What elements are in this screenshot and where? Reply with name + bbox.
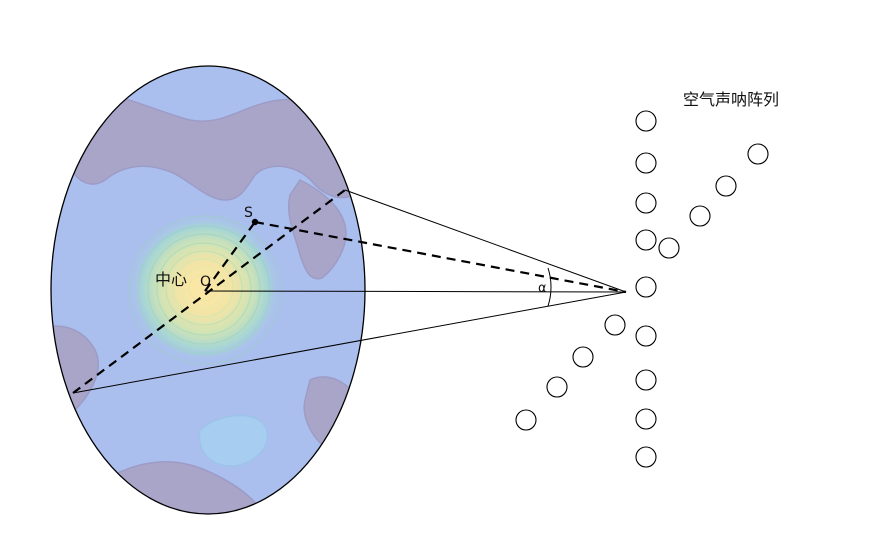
viewing-cone-lines — [72, 189, 627, 394]
imaging-plane-outline — [50, 65, 366, 515]
dashed-lines — [72, 189, 627, 394]
heatmap-patch-light — [198, 414, 269, 467]
center-label: 中心 — [155, 270, 187, 289]
mic-element — [715, 175, 737, 197]
mic-element — [658, 237, 680, 259]
mic-element — [635, 110, 657, 132]
mic-element — [635, 446, 657, 468]
mic-element — [572, 346, 594, 368]
heatmap-blob-top — [59, 91, 361, 201]
mic-element — [635, 229, 657, 251]
mic-element — [635, 369, 657, 391]
mic-element — [635, 192, 657, 214]
mic-element — [635, 325, 657, 347]
sound-field-heatmap — [51, 66, 365, 514]
heatmap-blob-upper-right — [288, 179, 347, 280]
source-point — [251, 218, 259, 226]
angle-label: α — [538, 281, 547, 296]
mic-element — [635, 152, 657, 174]
source-label: S — [244, 205, 253, 221]
mic-element — [635, 408, 657, 430]
mic-element — [546, 376, 568, 398]
array-title: 空气声呐阵列 — [683, 90, 779, 109]
mic-element — [635, 276, 657, 298]
mic-element — [689, 205, 711, 227]
mic-element — [604, 314, 626, 336]
hotspot-contours — [127, 212, 283, 365]
angle-arc — [547, 267, 552, 307]
origin-label: O — [200, 274, 211, 290]
mic-element — [515, 409, 537, 431]
microphone-array — [515, 110, 769, 468]
mic-element — [747, 143, 769, 165]
